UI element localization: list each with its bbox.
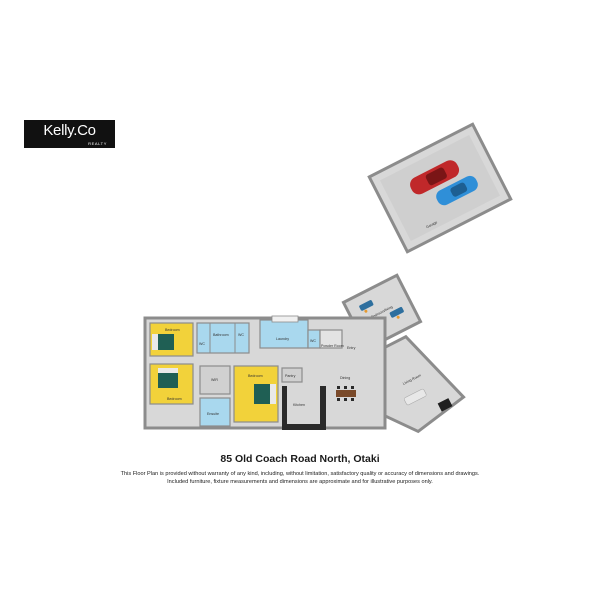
disclaimer: This Floor Plan is provided without warr… (60, 470, 540, 486)
plan-title: 85 Old Coach Road North, Otaki (220, 453, 380, 465)
logo-text: Kelly.Co (43, 122, 96, 139)
room-label-garage: Garage (426, 220, 439, 229)
room-label-bedroom-mid-left: Bedroom (167, 397, 182, 401)
room-label-wc-laundry: WC (310, 339, 316, 343)
room-label-laundry: Laundry (276, 337, 289, 341)
main-house: Bedroom Bedroom WC Bathroom WC Laundry W… (143, 315, 387, 430)
disclaimer-line-2: Included furniture, fixture measurements… (167, 479, 433, 485)
disclaimer-line-1: This Floor Plan is provided without warr… (120, 471, 480, 477)
red-car (410, 160, 460, 195)
room-label-powder-room: Powder Room (321, 344, 344, 348)
room-label-entry: Entry (347, 346, 356, 350)
room-label-wc-right: WC (238, 333, 244, 337)
room-label-pantry: Pantry (285, 374, 296, 378)
room-label-ensuite: Ensuite (207, 412, 219, 416)
blue-car (436, 175, 478, 206)
room-label-bedroom-main: Bedroom (248, 374, 263, 378)
room-label-wc-left: WC (199, 342, 205, 346)
logo-subtext: REALTY (88, 141, 107, 146)
room-label-bedroom-top-left: Bedroom (165, 328, 180, 332)
room-label-bathroom: Bathroom (213, 333, 229, 337)
room-label-kitchen: Kitchen (293, 403, 305, 407)
brand-logo: Kelly.Co REALTY (24, 120, 115, 148)
garage: Garage (367, 122, 513, 254)
room-label-wir: WIR (211, 378, 218, 382)
room-label-dining: Dining (340, 376, 350, 380)
